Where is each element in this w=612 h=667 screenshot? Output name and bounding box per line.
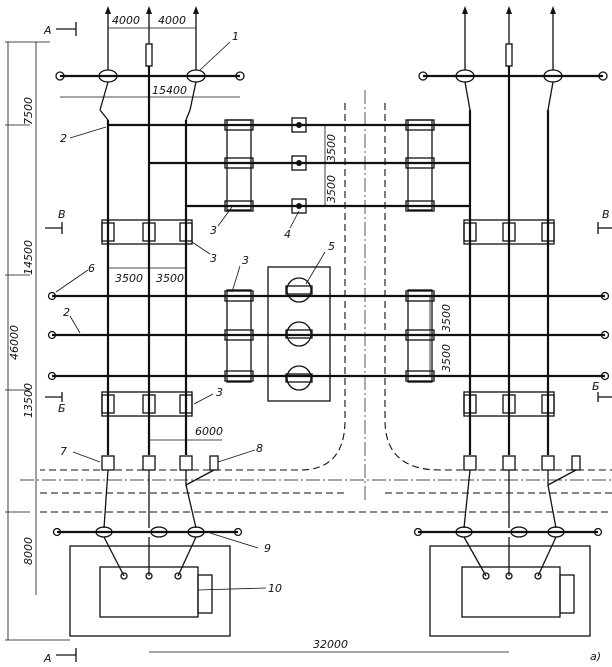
callout-2-top: 2 — [60, 132, 67, 145]
section-v-right: В — [602, 208, 610, 221]
callout-3-b: 3 — [210, 252, 217, 265]
dim-46000: 46000 — [8, 325, 21, 360]
dim-3500-d: 3500 — [325, 175, 338, 203]
dim-4000-left: 4000 — [112, 14, 140, 27]
device-5-block — [267, 266, 331, 402]
right-bus-system — [413, 6, 608, 637]
left-bus-system — [47, 6, 610, 637]
callout-3-c: 3 — [242, 254, 249, 267]
dim-3500-e: 3500 — [440, 304, 453, 332]
dim-4000-right: 4000 — [158, 14, 186, 27]
dim-8000: 8000 — [22, 537, 35, 565]
dim-3500-b: 3500 — [156, 272, 184, 285]
dim-13500: 13500 — [22, 383, 35, 418]
callout-10: 10 — [268, 582, 282, 595]
center-middle-bays — [224, 266, 435, 402]
callout-5: 5 — [328, 240, 335, 253]
dimension-lines — [5, 27, 509, 653]
dim-3500-c: 3500 — [325, 134, 338, 162]
callout-9: 9 — [264, 542, 271, 555]
dim-6000: 6000 — [195, 425, 223, 438]
callout-2-mid: 2 — [63, 306, 70, 319]
dimension-labels: 4000 4000 15400 7500 14500 46000 13500 8… — [8, 14, 453, 651]
callout-4: 4 — [284, 228, 291, 241]
figure-caption: а) — [590, 650, 601, 663]
callout-3-a: 3 — [210, 224, 217, 237]
section-v-left: В — [58, 208, 66, 221]
section-a-bottom: A — [43, 652, 52, 665]
callout-leaders — [55, 41, 326, 591]
dim-3500-f: 3500 — [440, 344, 453, 372]
callout-1: 1 — [232, 30, 239, 43]
section-b-right: Б — [592, 380, 600, 393]
dim-14500: 14500 — [22, 240, 35, 275]
section-markers — [45, 22, 612, 662]
transformer-foundation — [69, 545, 231, 637]
callout-6: 6 — [88, 262, 95, 275]
section-b-left: Б — [58, 402, 66, 415]
callout-3-d: 3 — [216, 386, 223, 399]
section-letters: A A В В Б Б а) — [43, 24, 610, 665]
dim-7500: 7500 — [22, 97, 35, 125]
section-a-top: A — [43, 24, 52, 37]
callout-7: 7 — [60, 445, 67, 458]
dim-15400: 15400 — [152, 84, 187, 97]
center-upper-bays — [224, 117, 435, 214]
callout-8: 8 — [256, 442, 263, 455]
dim-32000: 32000 — [313, 638, 348, 651]
road-outline — [20, 90, 612, 513]
dim-3500-a: 3500 — [115, 272, 143, 285]
callout-numbers: 1 2 3 3 4 5 6 2 3 3 7 8 9 10 — [60, 30, 335, 595]
